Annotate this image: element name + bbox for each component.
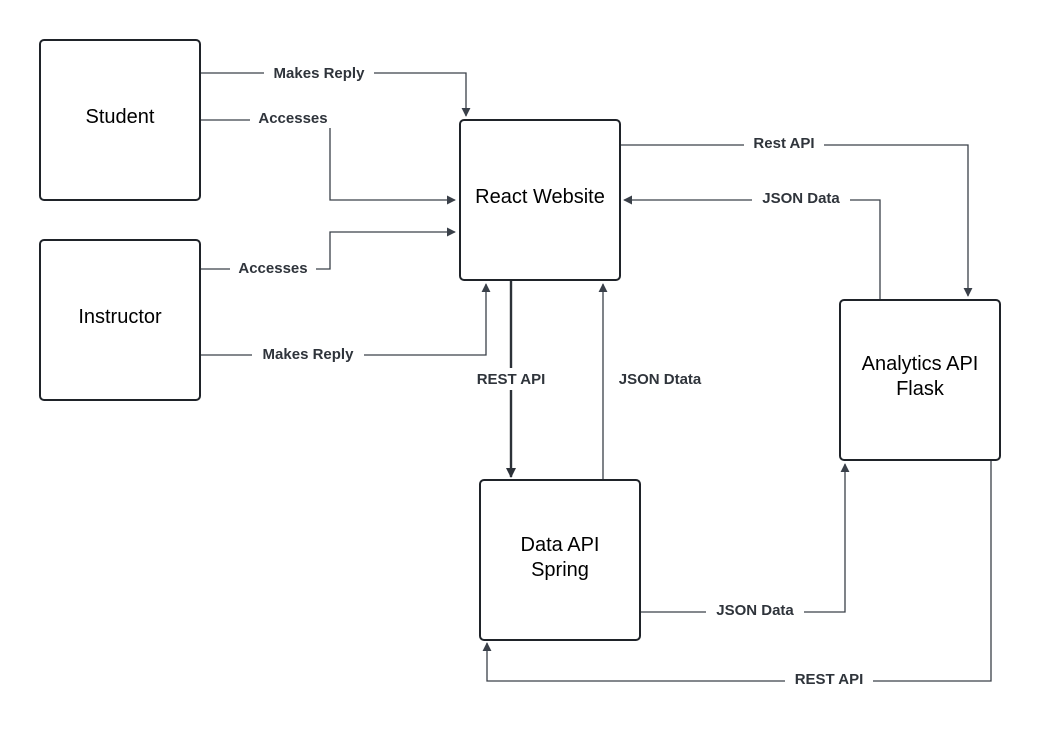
edge-label-instructor-makes-reply: Makes Reply [263, 346, 355, 363]
edge-react-to-analytics: Rest API [620, 134, 973, 297]
node-react-website-label: React Website [475, 186, 605, 208]
edge-react-to-data: REST API [465, 281, 557, 478]
edge-student-makes-reply: Makes Reply [200, 63, 471, 117]
edge-label-student-accesses: Accesses [258, 110, 327, 127]
edge-student-accesses: Accesses [200, 108, 456, 205]
edge-label-react-to-data: REST API [477, 371, 546, 388]
node-analytics-api-line2: Flask [896, 378, 945, 400]
edge-label-analytics-to-react: JSON Data [762, 190, 840, 207]
node-instructor: Instructor [39, 239, 201, 401]
edge-label-instructor-accesses: Accesses [238, 260, 307, 277]
edge-instructor-accesses: Accesses [200, 227, 456, 277]
node-data-api: Data API Spring [479, 479, 641, 641]
node-student-label: Student [86, 106, 155, 128]
edge-label-data-to-react: JSON Dtata [619, 371, 702, 388]
edge-label-student-makes-reply: Makes Reply [274, 65, 366, 82]
edge-label-data-to-analytics: JSON Data [716, 602, 794, 619]
node-instructor-label: Instructor [78, 306, 162, 328]
node-react-website: React Website [459, 119, 621, 281]
edge-data-to-react: JSON Dtata [598, 283, 712, 481]
edge-instructor-makes-reply: Makes Reply [200, 283, 491, 364]
node-analytics-api: Analytics API Flask [839, 299, 1001, 461]
node-data-api-line2: Spring [531, 559, 589, 581]
node-student: Student [39, 39, 201, 201]
edge-data-to-analytics: JSON Data [640, 463, 850, 620]
edge-label-react-to-analytics: Rest API [753, 135, 814, 152]
edge-label-analytics-to-data: REST API [795, 671, 864, 688]
edge-analytics-to-react: JSON Data [623, 189, 881, 300]
node-analytics-api-line1: Analytics API [862, 353, 979, 375]
edge-analytics-to-data: REST API [482, 460, 992, 690]
node-data-api-line1: Data API [521, 534, 600, 556]
